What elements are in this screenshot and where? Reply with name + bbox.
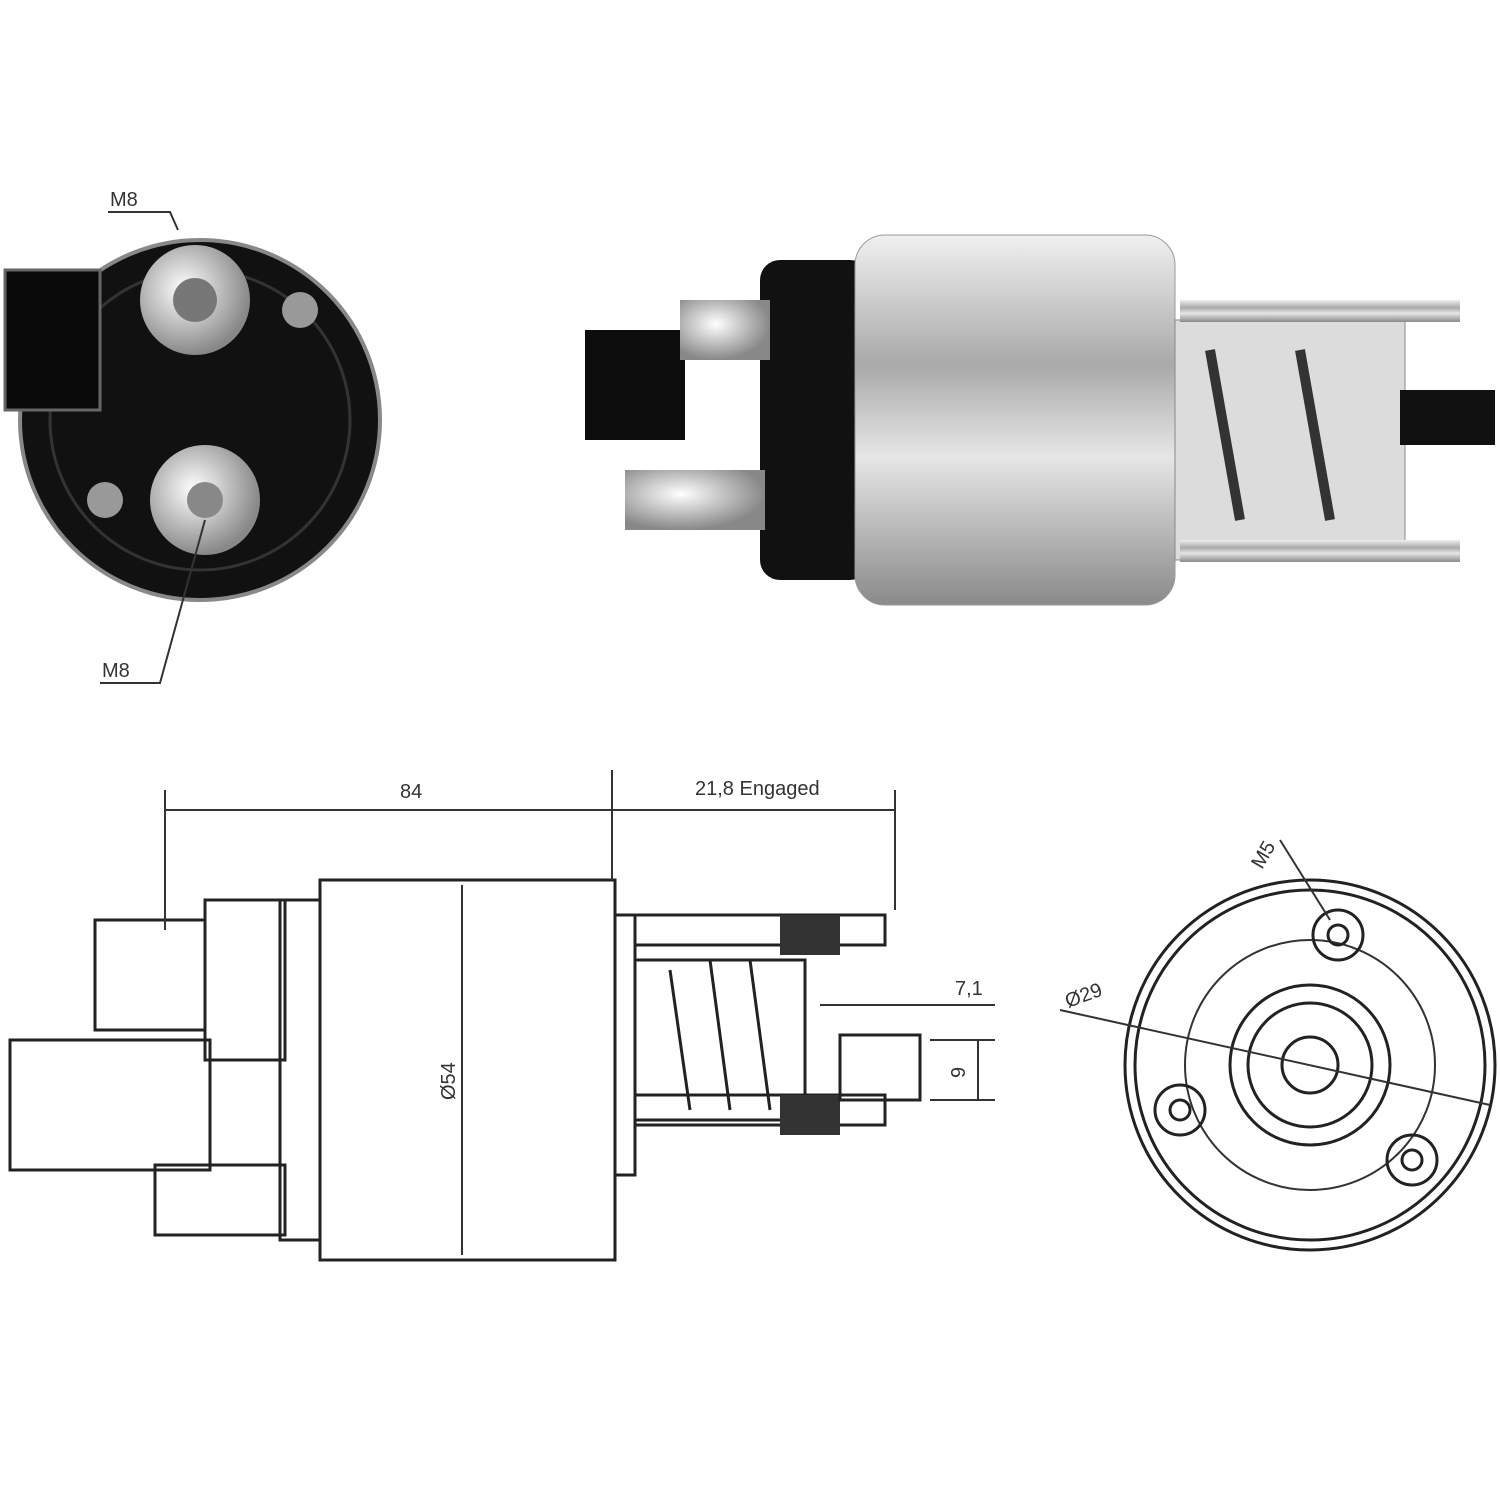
housing: [854, 234, 1176, 606]
flange-diameter-dimension: Ø29: [1062, 979, 1105, 1013]
body-length-dimension: 84: [400, 781, 422, 803]
stroke-dimension: 21,8 Engaged: [695, 778, 820, 800]
photo-end-view: M8 M8: [3, 189, 382, 684]
plunger-diameter-dimension: 9: [948, 1067, 970, 1078]
plunger-offset-dimension: 7,1: [955, 978, 983, 1000]
terminal-top-label: M8: [110, 189, 138, 211]
terminal-bottom-label: M8: [102, 660, 130, 682]
hole-dimension: M5: [1247, 837, 1280, 872]
photo-side-view: [585, 234, 1495, 606]
body-diameter-dimension: Ø54: [438, 1062, 460, 1100]
drawing-end-view: M5 Ø29: [1059, 837, 1497, 1252]
drawing-side-view: 84 21,8 Engaged 7,1 Ø54 9: [8, 770, 995, 1262]
